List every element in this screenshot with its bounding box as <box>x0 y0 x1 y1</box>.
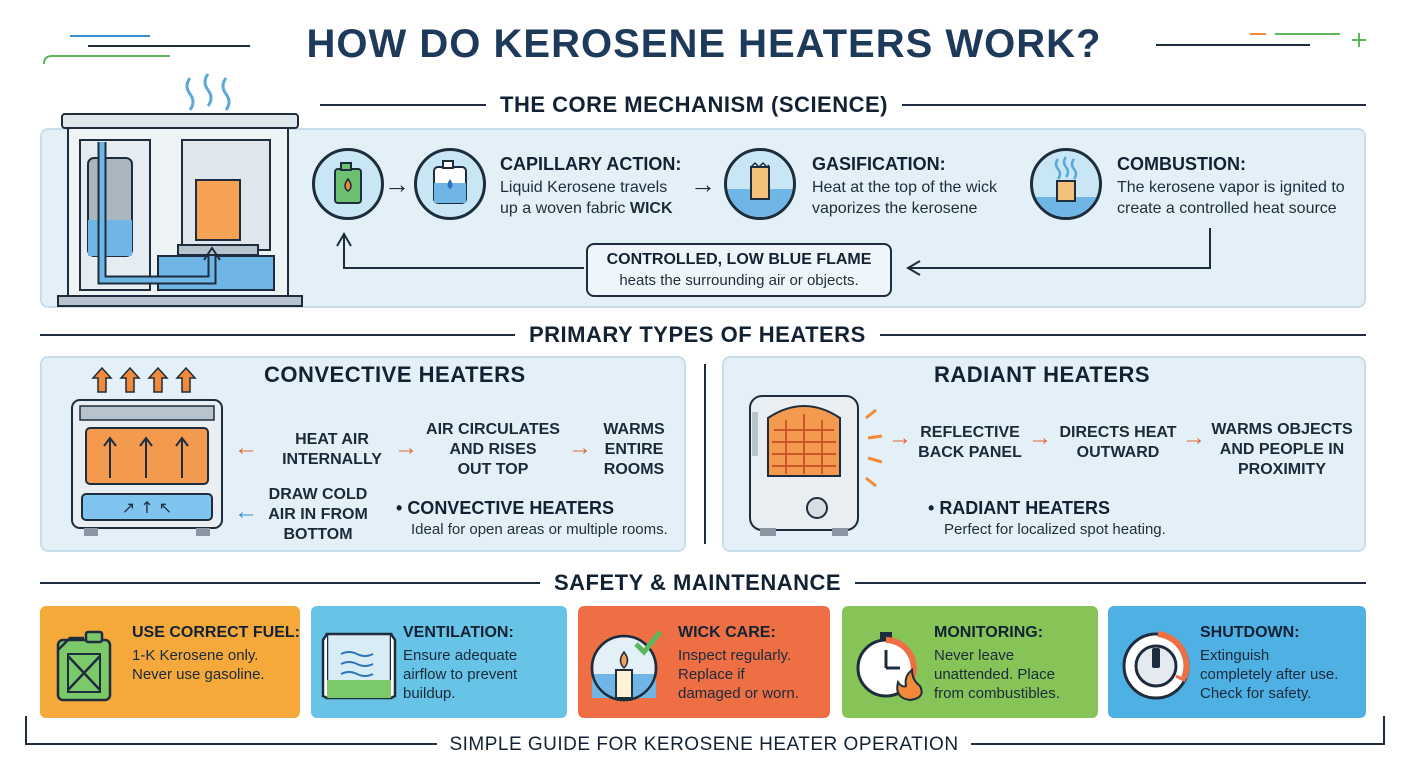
card-text: 1-K Kerosene only.Never use gasoline. <box>132 647 265 683</box>
step-combustion-title: COMBUSTION: <box>1117 154 1246 174</box>
arrow-right-icon: → <box>690 169 716 199</box>
combustion-vapor-icon <box>1030 148 1102 220</box>
convective-heading: CONVECTIVE HEATERS <box>264 362 526 387</box>
arrow-left-icon: ← <box>234 498 258 525</box>
card-title: MONITORING: <box>934 624 1044 641</box>
blue-flame-title: CONTROLLED, LOW BLUE FLAME <box>606 251 872 268</box>
stopwatch-fire-icon <box>856 632 923 702</box>
step-gasification-text: Heat at the top of the wick vaporizes th… <box>812 179 997 217</box>
process-loop-arrows <box>330 226 1220 276</box>
blue-flame-text: heats the surrounding air or objects. <box>619 272 859 289</box>
page-title: HOW DO KEROSENE HEATERS WORK? <box>306 22 1102 66</box>
safety-heading: SAFETY & MAINTENANCE <box>540 570 856 596</box>
radiant-bullet-title: • RADIANT HEATERS <box>928 498 1110 518</box>
blue-flame-box: CONTROLLED, LOW BLUE FLAME heats the sur… <box>586 243 892 297</box>
core-mechanism-heading: THE CORE MECHANISM (SCIENCE) <box>486 92 903 118</box>
heater-cutaway-illustration <box>52 70 312 310</box>
step-capillary-title: CAPILLARY ACTION: <box>500 154 682 174</box>
card-title: USE CORRECT FUEL: <box>132 624 300 641</box>
wick-gasification-icon <box>724 148 796 220</box>
arrow-left-icon: ← <box>234 434 258 461</box>
arrow-right-icon: → <box>384 169 410 199</box>
step-capillary-text: Liquid Kerosene travels up a woven fabri… <box>500 179 673 217</box>
convective-bullet-text: Ideal for open areas or multiple rooms. <box>411 521 668 538</box>
card-title: WICK CARE: <box>678 624 776 641</box>
step-combustion-text: The kerosene vapor is ignited to create … <box>1117 179 1345 217</box>
arrow-right-icon: → <box>888 424 912 451</box>
card-correct-fuel: USE CORRECT FUEL: 1-K Kerosene only.Neve… <box>40 606 300 718</box>
fuel-can-icon <box>312 148 384 220</box>
arrow-right-icon: → <box>1028 424 1052 451</box>
arrow-right-icon: → <box>1182 424 1206 451</box>
types-divider <box>704 364 706 544</box>
card-title: SHUTDOWN: <box>1200 624 1300 641</box>
convective-heater-illustration: ↗ ↑ ↖ <box>66 360 230 540</box>
jerry-can-icon <box>56 630 112 702</box>
convective-bullet-title: • CONVECTIVE HEATERS <box>396 498 615 518</box>
title-decoration-left <box>40 30 260 70</box>
arrow-right-icon: → <box>568 434 592 461</box>
shutdown-knob-icon <box>1122 631 1190 700</box>
kerosene-jug-icon <box>414 148 486 220</box>
primary-types-heading: PRIMARY TYPES OF HEATERS <box>515 322 880 348</box>
radiant-heading: RADIANT HEATERS <box>934 362 1151 387</box>
footer-caption: SIMPLE GUIDE FOR KEROSENE HEATER OPERATI… <box>0 734 1408 756</box>
svg-text:↗ ↑ ↖: ↗ ↑ ↖ <box>122 498 172 517</box>
candle-check-icon <box>590 630 662 702</box>
window-icon <box>321 632 397 700</box>
step-gasification-title: GASIFICATION: <box>812 154 946 174</box>
arrow-right-icon: → <box>394 434 418 461</box>
radiant-bullet-text: Perfect for localized spot heating. <box>944 521 1166 538</box>
card-title: VENTILATION: <box>403 624 514 641</box>
title-decoration-right <box>1150 28 1380 68</box>
radiant-heater-illustration <box>740 390 890 540</box>
